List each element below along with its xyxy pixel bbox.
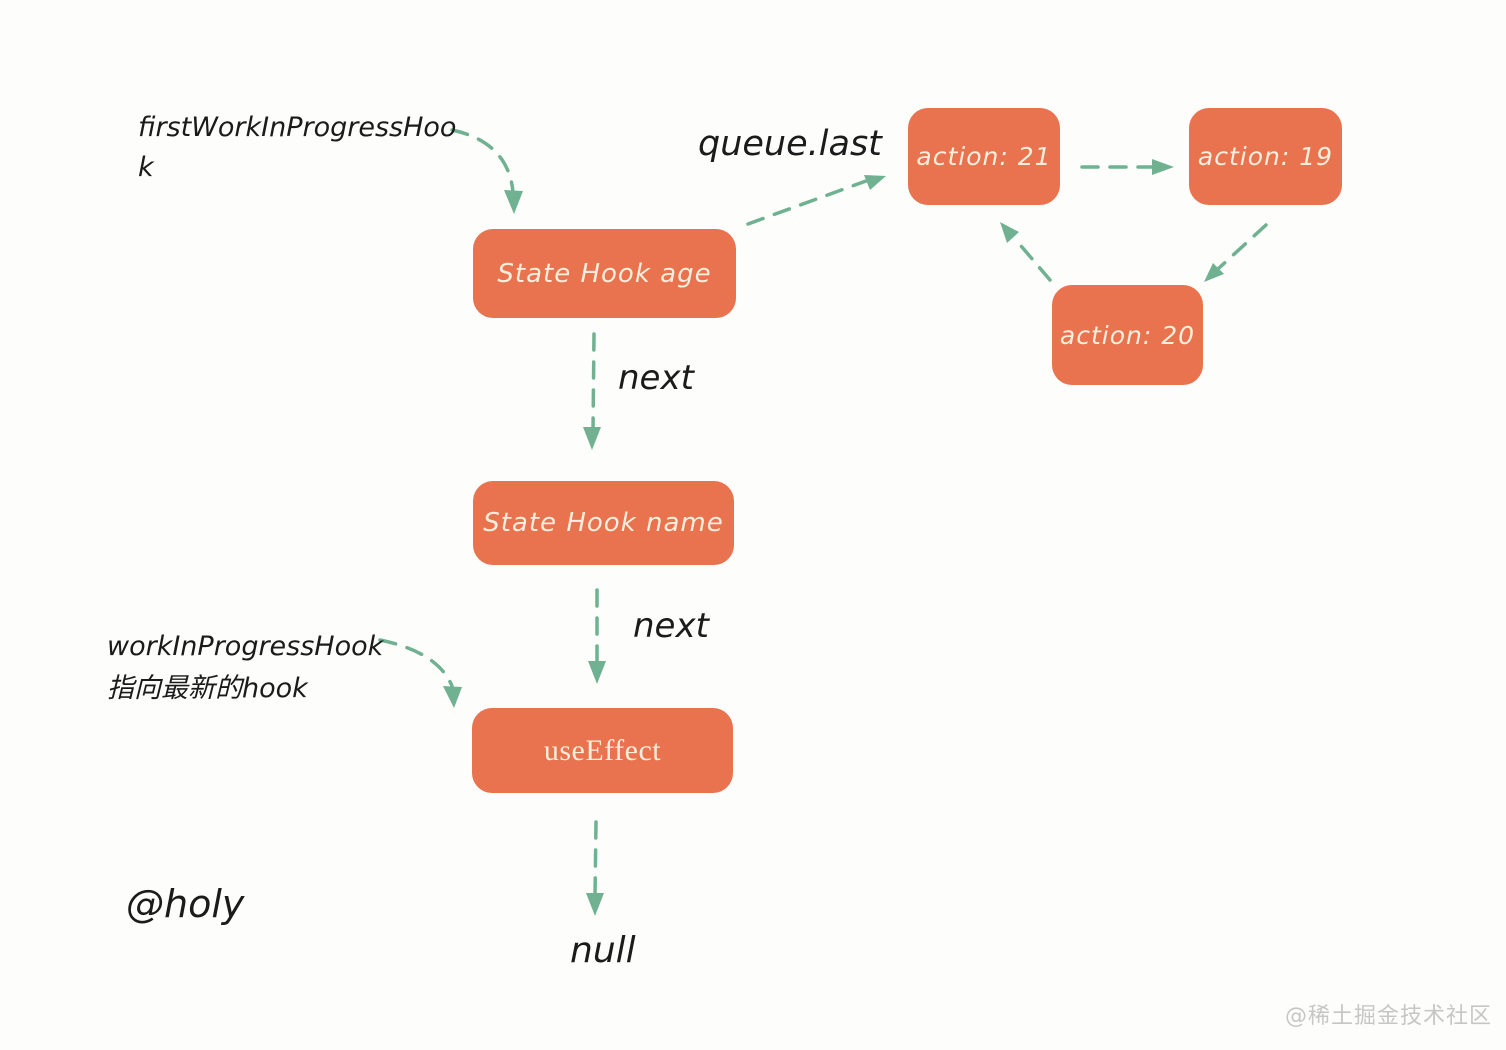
node-action-20: action: 20 (1052, 285, 1203, 385)
annotation-next-1: next (618, 358, 694, 398)
edge-age-to-name (583, 332, 601, 450)
edge-effect-to-null (586, 820, 604, 916)
edge-firstwip-to-age (450, 128, 523, 214)
edge-age-to-action21 (746, 175, 886, 226)
node-use-effect-label: useEffect (543, 733, 662, 767)
node-action-19-label: action: 19 (1197, 142, 1334, 171)
node-action-20-label: action: 20 (1059, 320, 1196, 350)
node-action-19: action: 19 (1189, 108, 1342, 205)
annotation-queue-last: queue.last (698, 124, 882, 164)
node-state-hook-name: State Hook name (473, 481, 734, 565)
annotation-next-2: next (633, 606, 709, 646)
watermark-juejin: @稀土掘金技术社区 (1284, 1004, 1492, 1029)
edge-name-to-effect (588, 588, 606, 684)
annotation-null-terminator: null (570, 930, 636, 971)
annotation-first-work-in-progress-hook: firstWorkInProgressHoo k (138, 112, 457, 183)
edge-action19-to-action20 (1204, 223, 1268, 282)
edge-action21-to-action19 (1080, 159, 1174, 175)
annotation-author: @holy (126, 882, 245, 926)
annotation-work-in-progress-hook: workInProgressHook 指向最新的hook (107, 631, 384, 704)
node-use-effect: useEffect (472, 708, 733, 793)
node-action-21: action: 21 (908, 108, 1060, 205)
node-state-hook-age: State Hook age (473, 229, 736, 318)
node-action-21-label: action: 21 (916, 142, 1052, 171)
node-state-hook-age-label: State Hook age (497, 258, 712, 289)
edge-action20-to-action21 (1000, 222, 1052, 282)
node-state-hook-name-label: State Hook name (483, 508, 724, 538)
